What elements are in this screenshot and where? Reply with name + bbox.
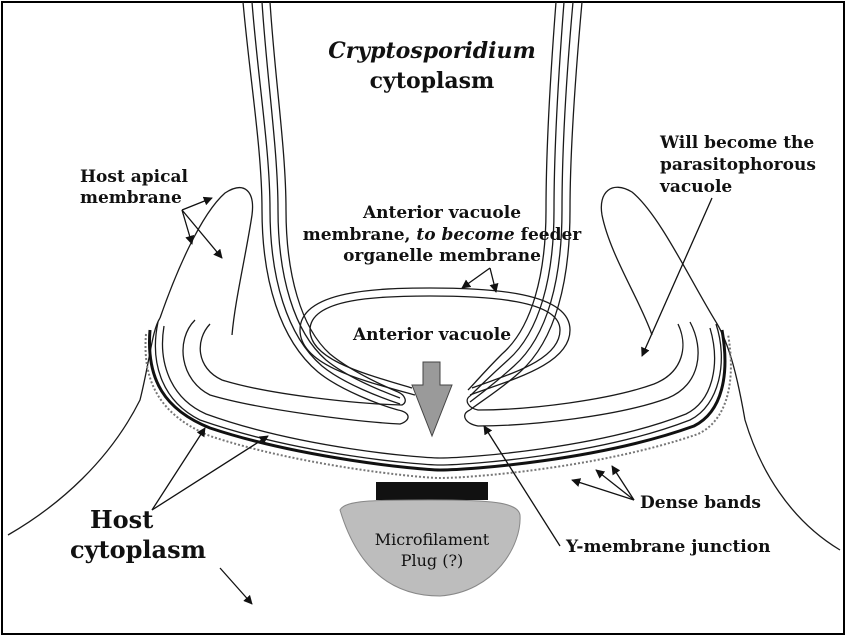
anterior-vacuole-membrane-line2: membrane, to become feeder — [303, 225, 583, 245]
y-membrane-junction-label: Y-membrane junction — [565, 537, 770, 557]
avm-line2-end: feeder — [515, 225, 583, 245]
host-cytoplasm-arrow-3 — [220, 568, 252, 604]
will-become-arrow — [642, 198, 712, 356]
avm-line2-italic: to become — [416, 225, 514, 245]
will-become-label-line2: parasitophorous — [660, 155, 816, 175]
will-become-label-line3: vacuole — [659, 177, 732, 197]
host-cell-right-outline — [716, 322, 840, 550]
anterior-vacuole-label: Anterior vacuole — [352, 325, 511, 345]
dense-bands-arrow-2 — [596, 470, 634, 500]
host-apical-membrane-left — [160, 188, 253, 335]
title-line1: Cryptosporidium — [328, 38, 536, 64]
dense-bar — [376, 482, 488, 500]
dense-bands-arrow-1 — [572, 480, 634, 500]
host-apical-label-line1: Host apical — [80, 167, 188, 187]
title-line2: cytoplasm — [370, 68, 495, 94]
discharge-arrow-icon — [412, 362, 452, 436]
avm-arrow-2 — [490, 268, 496, 292]
plug-label-line2: Plug (?) — [401, 551, 464, 570]
host-apical-membrane-right — [601, 187, 716, 335]
host-apical-label-line2: membrane — [80, 188, 182, 208]
host-apical-arrow-3 — [182, 210, 222, 258]
host-cell-left-outline — [8, 318, 160, 535]
host-cytoplasm-arrow-2 — [152, 436, 268, 510]
host-apical-arrow-1 — [182, 198, 212, 210]
dense-bands-arrow-3 — [612, 466, 634, 500]
dense-bands-label: Dense bands — [640, 493, 761, 513]
avm-arrow-1 — [462, 268, 490, 288]
will-become-label-line1: Will become the — [659, 133, 814, 153]
plug-label-line1: Microfilament — [375, 530, 490, 549]
host-cytoplasm-arrow-1 — [152, 428, 205, 510]
host-cytoplasm-label-line2: cytoplasm — [70, 535, 206, 564]
avm-line2-start: membrane, — [303, 225, 417, 245]
anterior-vacuole-membrane-line3: organelle membrane — [343, 246, 541, 266]
host-cytoplasm-label-line1: Host — [90, 505, 153, 534]
anterior-vacuole-membrane-line1: Anterior vacuole — [362, 203, 521, 223]
